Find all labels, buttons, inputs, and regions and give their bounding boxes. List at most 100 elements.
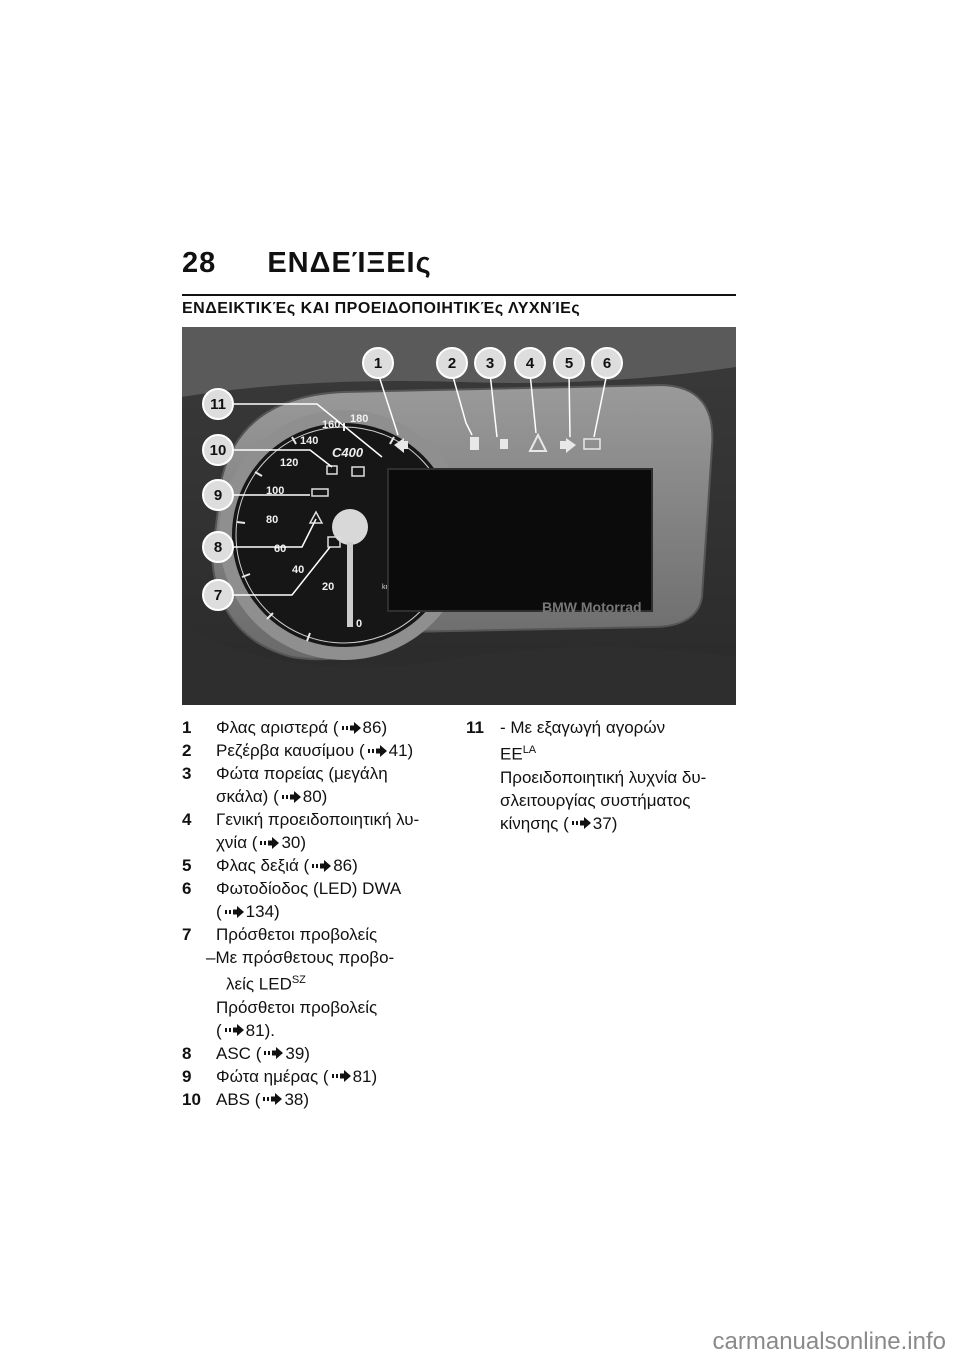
asc-icon xyxy=(308,510,324,524)
callout-4: 4 xyxy=(514,347,546,379)
svg-text:7: 7 xyxy=(214,587,222,604)
page-reference-arrow-icon xyxy=(263,1093,283,1106)
high-beam-icon xyxy=(500,439,508,449)
legend-number: 7 xyxy=(182,925,192,944)
legend-text-cont: χνία xyxy=(216,833,248,852)
svg-text:3: 3 xyxy=(486,355,494,372)
legend-line2: ΕΕ xyxy=(500,744,523,764)
watermark-footer[interactable]: carmanualsonline.info xyxy=(712,1328,946,1355)
callout-7: 7 xyxy=(202,579,234,611)
legend-number: 10 xyxy=(182,1089,201,1109)
legend-item-8: 8 ASC (39) xyxy=(182,1043,310,1063)
legend-number: 5 xyxy=(182,856,192,875)
legend-line5: κίνησης xyxy=(500,813,559,833)
callout-9: 9 xyxy=(202,479,234,511)
page-header: 28 ΕΝΔΕΊΞΕΙς xyxy=(182,247,432,280)
legend-line3: Προειδοποιητική λυχνία δυ- xyxy=(500,767,707,787)
legend-left: 1 Φλας αριστερά (86) 2 Ρεζέρβα καυσίμου … xyxy=(182,716,452,1111)
brand-text: BMW Motorrad xyxy=(542,599,642,615)
callout-2: 2 xyxy=(436,347,468,379)
page-reference-arrow-icon xyxy=(264,1047,284,1060)
legend-item-7-option: –Με πρόσθετους προβο- xyxy=(206,948,395,967)
legend-item-11: 11 - Με εξαγωγή αγορών ΕΕLA Προειδοποιητ… xyxy=(466,718,707,833)
legend-text: Φλας δεξιά xyxy=(216,856,299,875)
legend-ref[interactable]: 38) xyxy=(284,1089,310,1109)
legend-item-7-text2: Πρόσθετοι προβολείς (81). xyxy=(216,997,378,1040)
daytime-light-icon xyxy=(311,488,329,497)
svg-text:6: 6 xyxy=(603,355,611,372)
dwa-led-icon xyxy=(583,438,601,450)
instrument-cluster-illustration: 0 20 40 60 80 100 120 140 160 180 km/h C… xyxy=(182,327,736,705)
callout-3: 3 xyxy=(474,347,506,379)
legend-ref[interactable]: 86) xyxy=(362,718,388,737)
legend-text2: Πρόσθετοι προβολείς xyxy=(216,997,378,1017)
legend-number: 8 xyxy=(182,1043,192,1063)
speed-tick-60: 60 xyxy=(274,543,286,555)
legend-ref[interactable]: 39) xyxy=(285,1043,310,1063)
page-reference-arrow-icon xyxy=(281,790,301,803)
legend-ref[interactable]: 30) xyxy=(281,833,307,852)
page-reference-arrow-icon xyxy=(331,1070,351,1083)
legend-number: 11 xyxy=(466,718,484,737)
page-reference-arrow-icon xyxy=(571,817,591,830)
legend-item-2: 2 Ρεζέρβα καυσίμου (41) xyxy=(182,741,414,760)
legend-line1: - Με εξαγωγή αγορών xyxy=(500,718,666,737)
legend-item-7-option-cont: λείς LEDSZ xyxy=(182,969,452,996)
legend-text-cont: σκάλα) xyxy=(216,787,269,806)
legend-text: Φλας αριστερά xyxy=(216,718,329,737)
legend-ref[interactable]: 86) xyxy=(333,856,358,875)
legend-ref[interactable]: 37) xyxy=(592,813,618,833)
section-title: ΕΝΔΕΙΚΤΙΚΈς ΚΑΙ ΠΡΟΕΙΔΟΠΟΙΗΤΙΚΈς ΛΥΧΝΊΕς xyxy=(182,300,581,317)
svg-text:1: 1 xyxy=(374,355,382,372)
legend-ref[interactable]: 81) xyxy=(352,1066,378,1086)
speed-tick-120: 120 xyxy=(280,457,298,469)
speed-tick-160: 160 xyxy=(322,419,340,431)
callout-1: 1 xyxy=(362,347,394,379)
speed-tick-40: 40 xyxy=(292,564,304,576)
legend-text: Φωτοδίοδος (LED) DWA xyxy=(216,879,402,898)
legend-text: Πρόσθετοι προβολείς xyxy=(216,925,378,944)
legend-dash-sup: SZ xyxy=(291,974,306,986)
chapter-title: ΕΝΔΕΊΞΕΙς xyxy=(267,247,432,279)
legend-text: Ρεζέρβα καυσίμου xyxy=(216,741,355,760)
callout-11: 11 xyxy=(202,388,234,420)
legend-ref[interactable]: 134) xyxy=(245,902,280,921)
legend-ref[interactable]: 80) xyxy=(302,787,328,806)
engine-icon xyxy=(351,466,365,477)
legend-ref[interactable]: 41) xyxy=(388,741,414,760)
legend-item-1: 1 Φλας αριστερά (86) xyxy=(182,718,388,737)
model-badge: C400 xyxy=(332,445,364,460)
page-number: 28 xyxy=(182,247,217,279)
page-reference-arrow-icon xyxy=(224,1024,244,1037)
general-warning-icon xyxy=(528,432,548,452)
abs-icon xyxy=(326,465,338,475)
speed-tick-0: 0 xyxy=(356,618,362,630)
callout-5: 5 xyxy=(553,347,585,379)
svg-text:8: 8 xyxy=(214,539,222,556)
speed-tick-80: 80 xyxy=(266,514,278,526)
legend-item-6: 6 Φωτοδίοδος (LED) DWA(134) xyxy=(182,879,402,921)
svg-text:10: 10 xyxy=(210,442,227,459)
page-reference-arrow-icon xyxy=(260,836,280,849)
turn-right-icon xyxy=(566,438,576,453)
legend-ref[interactable]: 81). xyxy=(245,1020,275,1040)
legend-dash-text: Με πρόσθετους προβο- xyxy=(215,948,395,967)
speed-tick-180: 180 xyxy=(350,413,368,425)
legend-text: ABS xyxy=(216,1089,251,1109)
legend-text: Γενική προειδοποιητική λυ- xyxy=(216,810,420,829)
page-reference-arrow-icon xyxy=(341,721,361,734)
speed-tick-140: 140 xyxy=(300,435,318,447)
auxiliary-light-icon xyxy=(327,536,341,548)
legend-number: 9 xyxy=(182,1066,192,1086)
svg-text:11: 11 xyxy=(210,396,226,413)
legend-number: 1 xyxy=(182,718,192,737)
speed-tick-100: 100 xyxy=(266,485,284,497)
legend-item-4: 4 Γενική προειδοποιητική λυ-χνία (30) xyxy=(182,810,420,852)
legend-text: Φώτα ημέρας xyxy=(216,1066,319,1086)
legend-text: Φώτα πορείας (μεγάλη xyxy=(216,764,388,783)
svg-text:2: 2 xyxy=(448,355,456,372)
legend-item-5: 5 Φλας δεξιά (86) xyxy=(182,856,358,875)
header-rule xyxy=(182,294,736,296)
svg-text:5: 5 xyxy=(565,355,573,372)
